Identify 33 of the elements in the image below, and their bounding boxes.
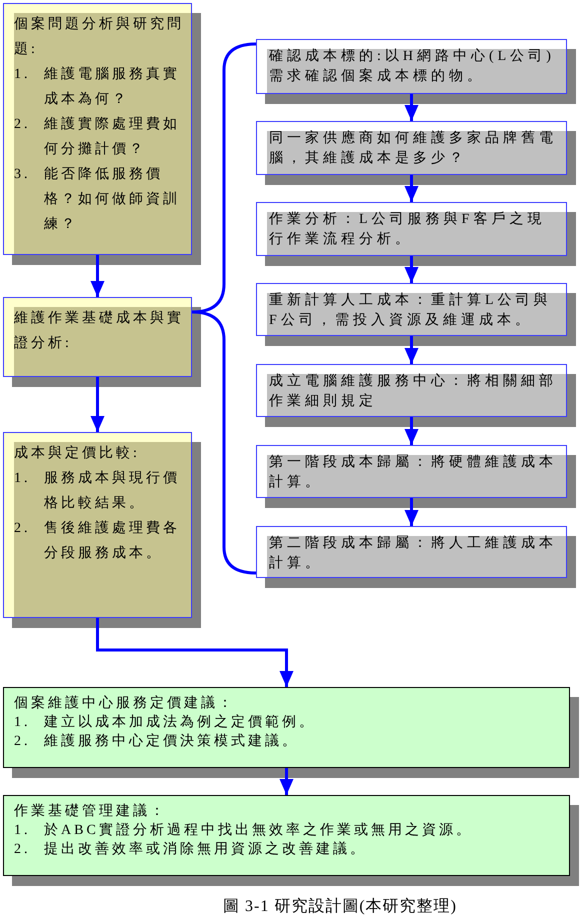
list-item: 2. 維護實際處理費如何分攤計價？ [14,116,181,159]
flow-arrow [404,498,418,526]
box-text: 成立電腦維護服務中心：將相關細部作業細則規定 [269,372,558,411]
list-item: 1. 服務成本與現行價格比較結果。 [14,470,181,513]
list-item: 1. 於ABC實證分析過程中找出無效率之作業或無用之資源。 [14,821,474,840]
box-text: 確認成本標的:以H網路中心(L公司)需求確認個案成本標的物。 [269,47,556,86]
box-text: 第二階段成本歸屬：將人工維護成本計算。 [269,534,558,573]
brace-line [192,310,256,574]
box-heading: 個案問題分析與研究問題: [14,15,185,59]
flow-arrow [404,175,418,202]
flow-arrow [280,768,294,795]
list-item: 1. 建立以成本加成法為例之定價範例。 [14,713,317,732]
figure-caption: 圖 3-1 研究設計圖(本研究整理) [222,897,458,917]
box-heading: 作業基礎管理建議： [14,802,168,821]
flow-arrow [90,255,104,297]
box-heading: 個案維護中心服務定價建議： [14,694,236,713]
list-item: 2. 維護服務中心定價決策模式建議。 [14,732,300,751]
box-text: 同一家供應商如何維護多家品牌舊電腦，其維護成本是多少？ [269,129,558,168]
box-text: 作業分析：L公司服務與F客戶之現行作業流程分析。 [269,210,546,249]
flow-arrow [404,417,418,445]
box-heading: 成本與定價比較: [14,444,141,463]
box-text: 重新計算人工成本：重計算L公司與F公司，需投入資源及維運成本。 [269,291,553,330]
flow-arrow [404,256,418,283]
box-text: 維護作業基礎成本與實證分析: [14,310,185,353]
box-text: 第一階段成本歸屬：將硬體維護成本計算。 [269,454,558,492]
flow-arrow [96,618,294,687]
flow-arrow [404,94,418,121]
flow-arrow [404,336,418,364]
flow-arrow [90,377,104,432]
list-item: 2. 售後維護處理費各分段服務成本。 [14,520,181,563]
list-item: 2. 提出改善效率或消除無用資源之改善建議。 [14,840,368,859]
list-item: 3. 能否降低服務價格？如何做師資訓練？ [14,166,181,234]
list-item: 1. 維護電腦服務真實成本為何？ [14,66,181,109]
